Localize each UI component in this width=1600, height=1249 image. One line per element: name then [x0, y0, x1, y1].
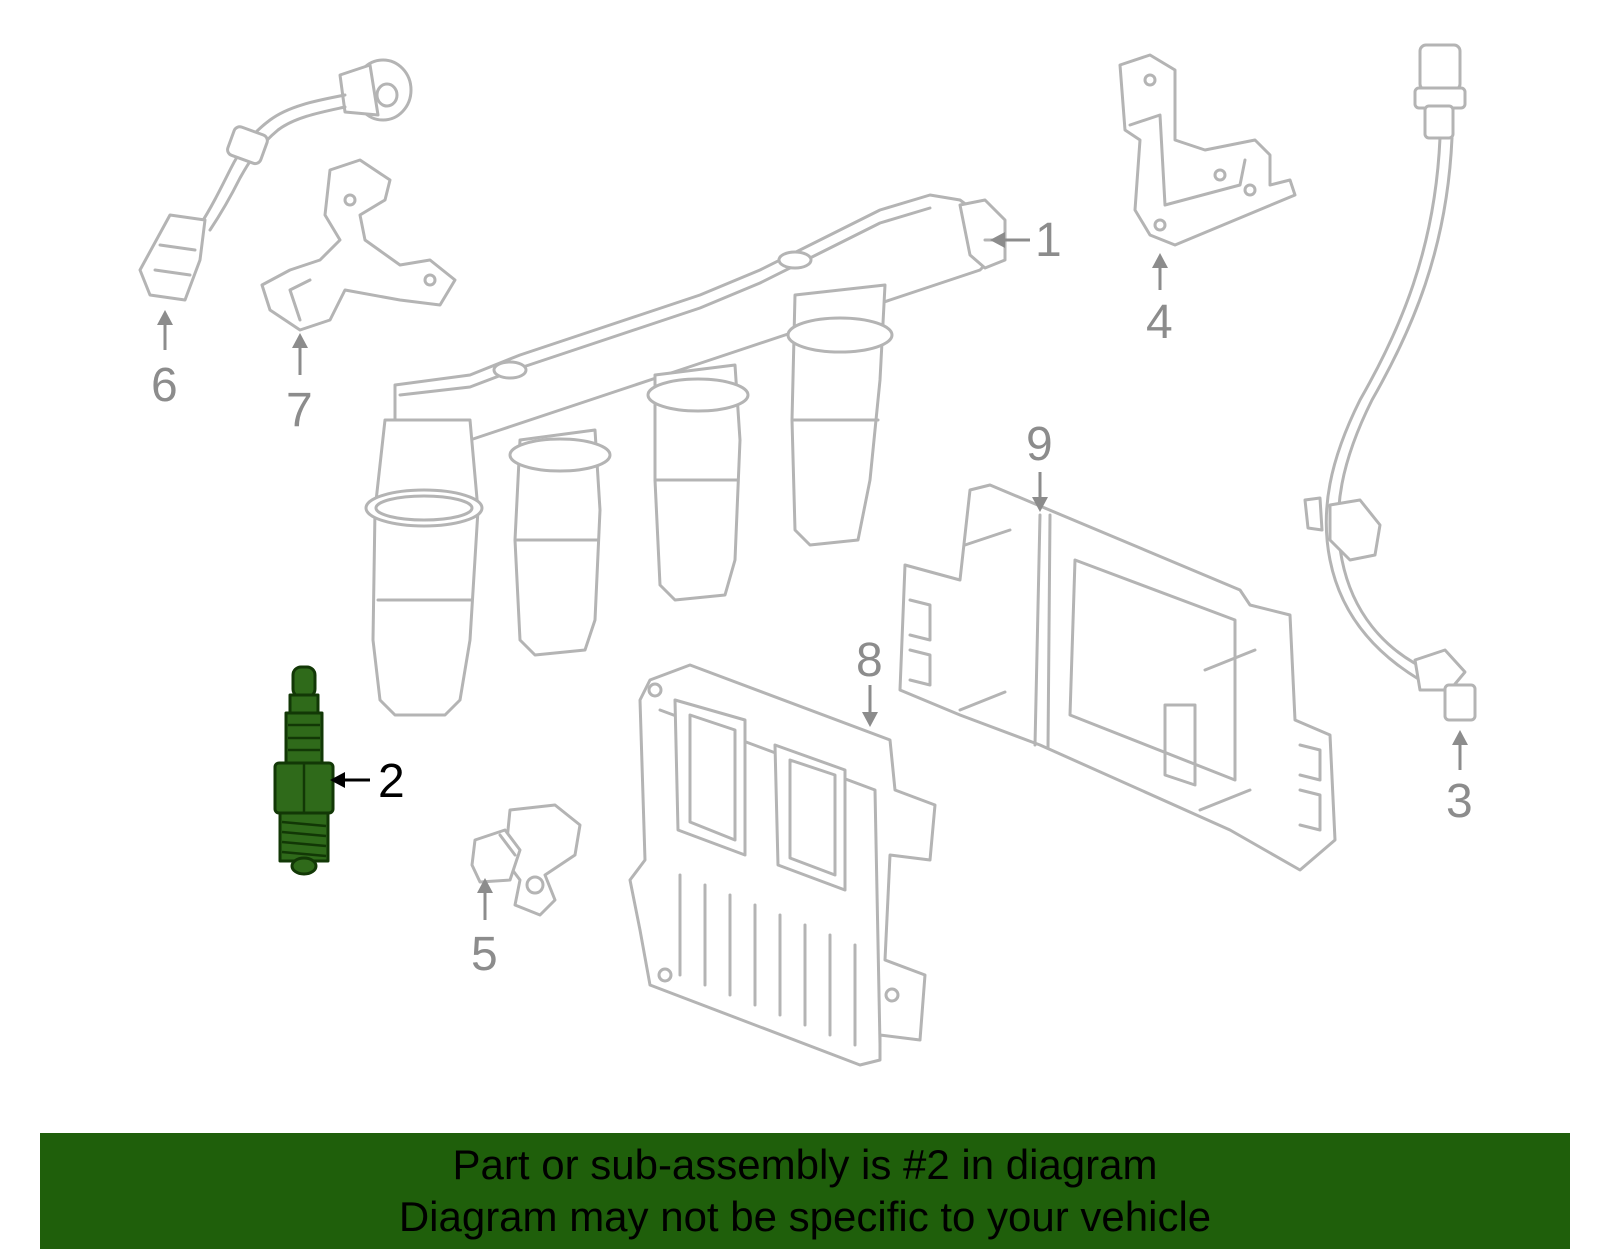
sensor-harness	[1303, 43, 1477, 722]
banner-line-part: Part or sub-assembly is #2 in diagram	[452, 1141, 1158, 1188]
banner-line-disclaimer: Diagram may not be specific to your vehi…	[398, 1193, 1212, 1240]
callout-9: 9	[1026, 418, 1053, 471]
module-mounting-plate	[898, 483, 1337, 872]
bracket	[1118, 53, 1297, 247]
callout-7: 7	[286, 384, 313, 437]
callout-arrows	[157, 232, 1468, 920]
callout-2: 2	[378, 755, 405, 808]
engine-control-module	[628, 663, 937, 1067]
position-sensor	[470, 803, 582, 917]
spark-plug-highlighted[interactable]	[273, 665, 335, 876]
callout-1: 1	[1035, 214, 1062, 267]
callout-4: 4	[1146, 296, 1173, 349]
info-banner: Part or sub-assembly is #2 in diagram Di…	[40, 1133, 1570, 1249]
ignition-coil-pack	[364, 193, 1007, 717]
knock-sensor	[138, 58, 413, 302]
callout-labels: 1 2 3 4 5 6 7 8 9	[151, 214, 1473, 981]
callout-3: 3	[1446, 775, 1473, 828]
callout-6: 6	[151, 359, 178, 412]
callout-5: 5	[471, 928, 498, 981]
mounting-bracket	[260, 158, 457, 332]
callout-8: 8	[856, 634, 883, 687]
